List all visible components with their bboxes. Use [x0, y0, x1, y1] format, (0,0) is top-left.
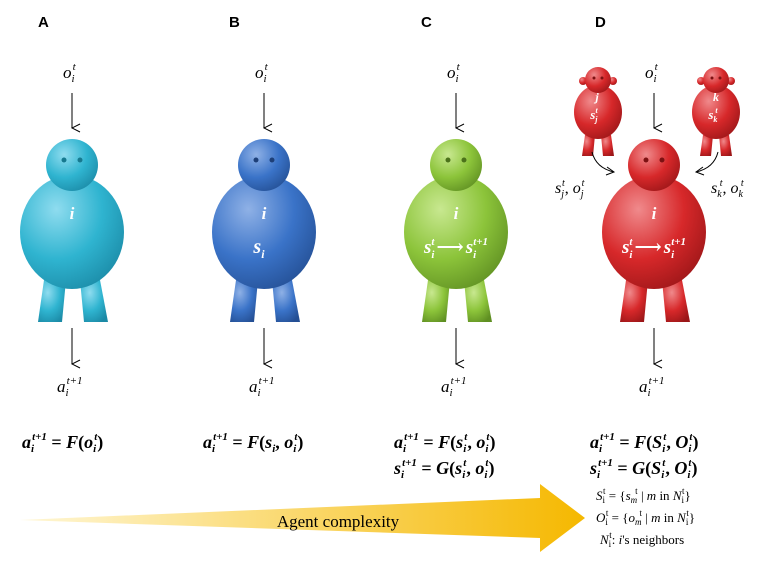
svg-text:oit: oit [447, 61, 461, 85]
svg-text:sjt: sjt [589, 106, 598, 124]
definition-o: Oit = {omt | m in Nit} [596, 508, 695, 527]
eye-icon [77, 157, 83, 163]
agent-figure-b: i si [212, 139, 316, 322]
definition-s: Sit = {smt | m in Nit} [596, 486, 691, 505]
eye-icon [643, 157, 649, 163]
svg-text:oit: oit [645, 61, 659, 85]
eye-icon [253, 157, 259, 163]
equation-c-state: sit+1 = G(sit, oit) [393, 457, 494, 481]
agent-complexity-arrow [20, 484, 585, 552]
action-label-a: ait+1 [57, 375, 83, 399]
action-label-d: ait+1 [639, 375, 665, 399]
eye-icon [592, 76, 596, 80]
agent-figure-c: i sit⟶sit+1 [404, 139, 508, 322]
svg-text:ait+1: ait+1 [639, 375, 665, 399]
eye-icon [600, 76, 604, 80]
equation-d-state: sit+1 = G(Sit, Oit) [589, 457, 697, 481]
agent-figure-d: i sit⟶sit+1 [602, 139, 706, 322]
neighbor-input-k: skt, okt [711, 178, 744, 200]
agent-label-c: i [454, 204, 459, 223]
neighbor-agent-j: j sjt [574, 67, 622, 156]
equation-c-action: ait+1 = F(sit, oit) [394, 431, 495, 455]
eye-icon [718, 76, 722, 80]
svg-text:oit: oit [255, 61, 269, 85]
agent-label-d: i [652, 204, 657, 223]
panel-letter-b: B [229, 14, 240, 31]
equation-d-action: ait+1 = F(Sit, Oit) [590, 431, 698, 455]
svg-text:ait+1: ait+1 [441, 375, 467, 399]
agent-transition-c: sit⟶sit+1 [423, 236, 488, 261]
svg-text:k: k [713, 90, 719, 104]
svg-text:skt: skt [707, 106, 718, 124]
agent-figure-a: i [20, 139, 124, 322]
eye-icon [710, 76, 714, 80]
action-label-b: ait+1 [249, 375, 275, 399]
agent-label-b: i [262, 204, 267, 223]
svg-text:j: j [593, 90, 599, 104]
definition-n: Nit: i's neighbors [599, 530, 684, 549]
eye-icon [461, 157, 467, 163]
svg-text:oit: oit [63, 61, 77, 85]
eye-icon [61, 157, 67, 163]
eye-icon [445, 157, 451, 163]
neighbor-j-arrow [591, 151, 615, 173]
agent-transition-d: sit⟶sit+1 [621, 236, 686, 261]
eye-icon [269, 157, 275, 163]
observation-label-d: oit [645, 61, 659, 85]
svg-text:ait+1: ait+1 [57, 375, 83, 399]
panel-letter-d: D [595, 14, 606, 31]
observation-label-a: oit [63, 61, 77, 85]
neighbor-k-arrow [695, 151, 719, 173]
observation-label-b: oit [255, 61, 269, 85]
svg-text:ait+1: ait+1 [249, 375, 275, 399]
agent-complexity-label: Agent complexity [277, 512, 400, 531]
panel-letter-c: C [421, 14, 432, 31]
eye-icon [659, 157, 665, 163]
equation-a: ait+1 = F(oit) [22, 431, 103, 455]
observation-label-c: oit [447, 61, 461, 85]
agent-state-b: si [252, 236, 265, 261]
action-label-c: ait+1 [441, 375, 467, 399]
neighbor-agent-k: k skt [692, 67, 740, 156]
neighbor-input-j: sjt, ojt [555, 178, 585, 200]
panel-letter-a: A [38, 14, 49, 31]
agent-label-a: i [70, 204, 75, 223]
equation-b: ait+1 = F(si, oit) [203, 431, 303, 455]
